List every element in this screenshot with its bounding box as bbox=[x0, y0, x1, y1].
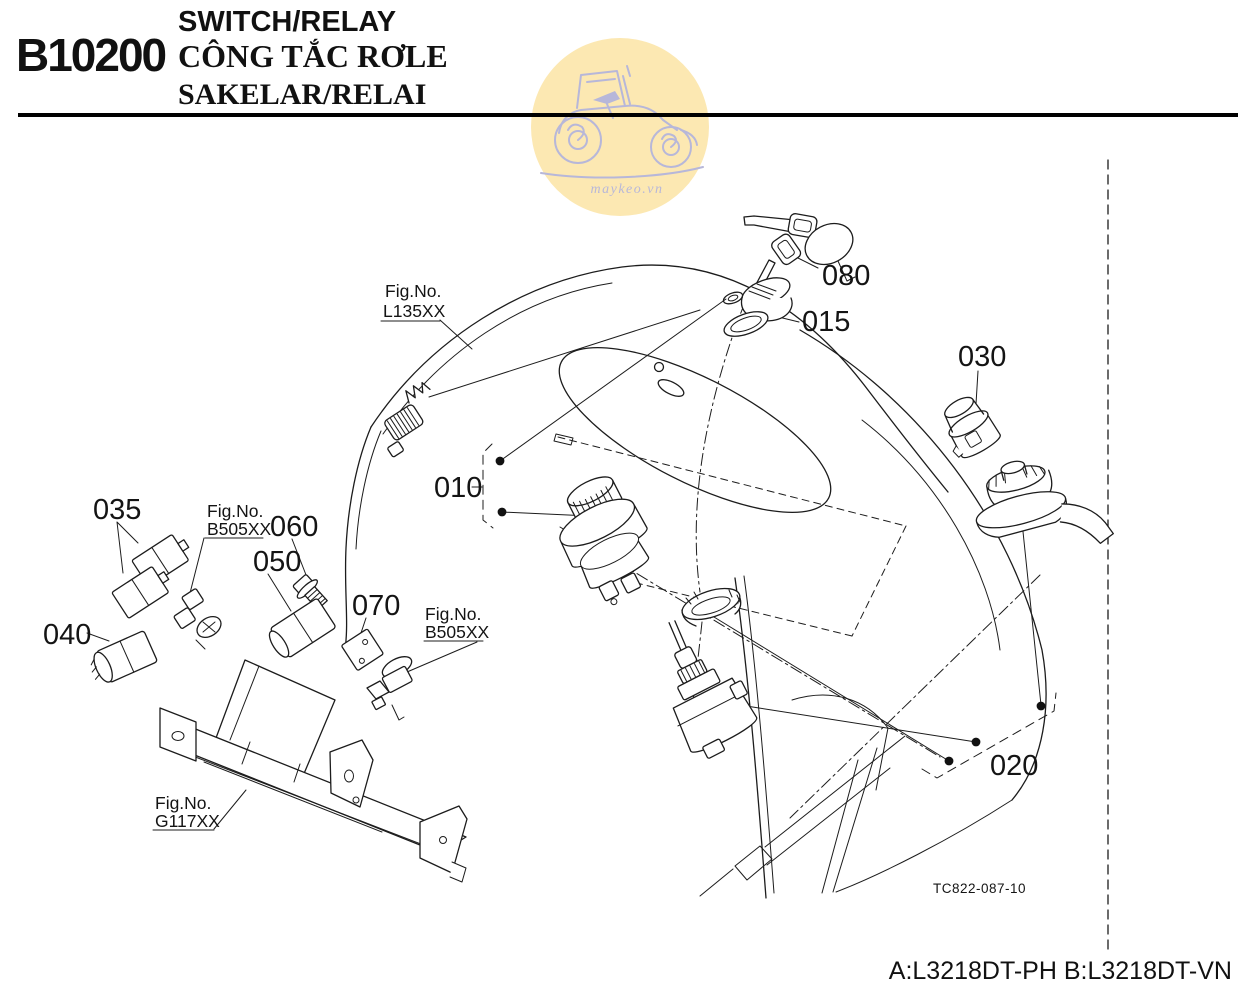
part-cap-015 bbox=[723, 277, 793, 337]
leader-lines bbox=[86, 250, 1057, 830]
part-switch-030 bbox=[944, 396, 1001, 459]
part-connector-b505-left bbox=[173, 588, 222, 650]
fig-ref-code: B505XX bbox=[207, 519, 272, 539]
watermark-site-label: maykeo.vn bbox=[591, 182, 664, 197]
callout-020: 020 bbox=[990, 750, 1038, 782]
header-rule bbox=[18, 113, 1238, 117]
page-title-vi: CÔNG TẮC RƠLE bbox=[178, 38, 448, 74]
fig-ref-l135xx: Fig.No. L135XX bbox=[380, 281, 446, 322]
fig-ref-code: B505XX bbox=[425, 622, 490, 642]
part-mounting-bracket-g117 bbox=[159, 659, 468, 883]
part-ring-nut-020 bbox=[681, 587, 742, 627]
part-relay-050 bbox=[268, 598, 336, 658]
fig-ref-code: L135XX bbox=[383, 301, 446, 321]
fig-ref-code: G117XX bbox=[155, 811, 220, 831]
tractor-logo-icon: maykeo.vn bbox=[540, 65, 704, 197]
part-relay-070 bbox=[341, 628, 384, 671]
part-plug-grommet bbox=[384, 381, 431, 458]
callout-010: 010 bbox=[434, 472, 482, 504]
page-title-en: SWITCH/RELAY bbox=[178, 6, 397, 38]
hood-outline bbox=[344, 264, 1047, 899]
section-code: B10200 bbox=[16, 29, 167, 81]
fig-ref-label: Fig.No. bbox=[425, 604, 481, 624]
callout-dots bbox=[495, 456, 1046, 766]
part-bolt-060 bbox=[292, 574, 328, 611]
callout-015: 015 bbox=[802, 306, 850, 338]
fig-ref-label: Fig.No. bbox=[385, 281, 441, 301]
part-plunger-switch-020 bbox=[668, 620, 758, 759]
callout-060: 060 bbox=[270, 511, 318, 543]
fig-ref-label: Fig.No. bbox=[155, 793, 211, 813]
part-relay-035-b bbox=[111, 566, 170, 619]
callout-080: 080 bbox=[822, 260, 870, 292]
part-combination-switch-020 bbox=[975, 460, 1114, 544]
callout-040: 040 bbox=[43, 619, 91, 651]
callout-035: 035 bbox=[93, 494, 141, 526]
fig-ref-b505xx-left: Fig.No. B505XX bbox=[204, 501, 272, 539]
part-relay-040 bbox=[90, 630, 158, 683]
page-title-id: SAKELAR/RELAI bbox=[178, 78, 427, 111]
watermark-badge: maykeo.vn bbox=[531, 38, 709, 216]
fig-ref-b505xx-right: Fig.No. B505XX bbox=[423, 604, 490, 642]
part-key-set-080 bbox=[743, 213, 856, 299]
model-applicability: A:L3218DT-PH B:L3218DT-VN bbox=[888, 957, 1232, 985]
callout-030: 030 bbox=[958, 341, 1006, 373]
part-connector-b505-right bbox=[366, 656, 413, 721]
fig-ref-label: Fig.No. bbox=[207, 501, 263, 521]
part-main-key-switch-010 bbox=[559, 476, 650, 606]
callout-070: 070 bbox=[352, 590, 400, 622]
callout-050: 050 bbox=[253, 546, 301, 578]
fig-ref-g117xx: Fig.No. G117XX bbox=[152, 793, 220, 831]
drawing-number: TC822-087-10 bbox=[933, 881, 1026, 896]
